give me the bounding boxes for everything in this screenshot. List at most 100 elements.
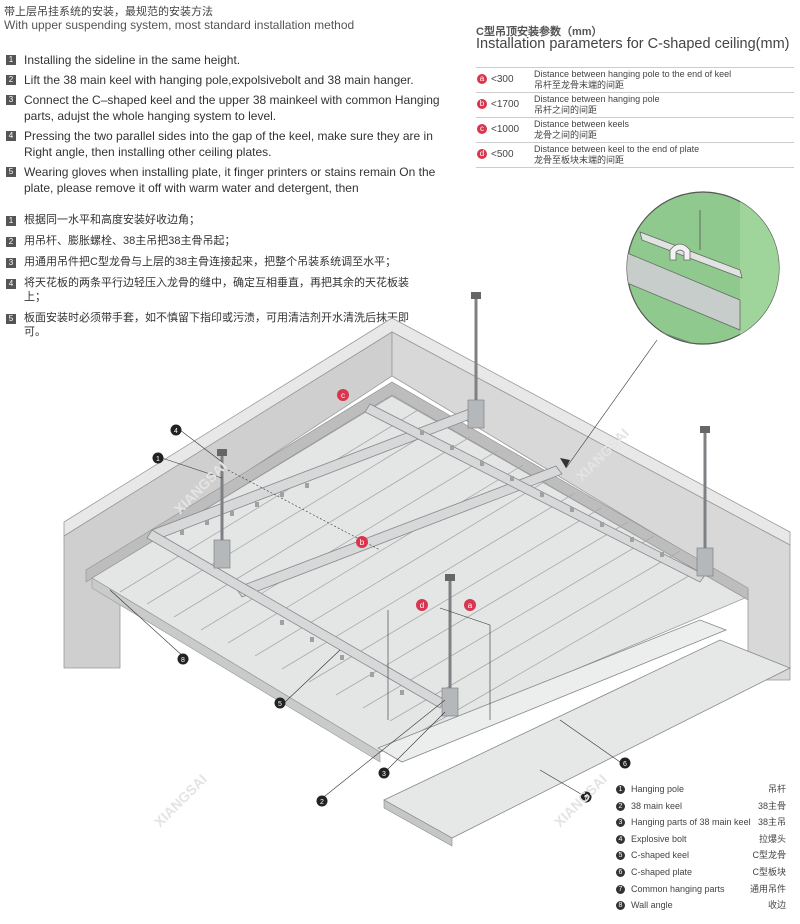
step-number: 5 [6, 167, 16, 177]
step-number: 3 [6, 258, 16, 268]
legend-label-cn: C型板块 [752, 866, 787, 877]
page-title-cn: 带上层吊挂系统的安装，最规范的安装方法 [4, 6, 213, 18]
wall-angle-piece [377, 619, 728, 763]
step-en-item: 5 Wearing gloves when installing plate, i… [4, 164, 444, 196]
legend-label-cn: C型龙骨 [752, 850, 787, 861]
legend-label-en: Wall angle [631, 900, 673, 911]
c-shaped-plate-edge [383, 799, 453, 847]
callout-2: 2 [320, 799, 324, 806]
step-text: 板面安装时必须带手套，如不慎留下指印或污渍，可用清洁剂开水清洗后抹干即可。 [24, 312, 409, 338]
dim-label-a: a [468, 601, 473, 610]
params-row: d <500 Distance between keel to the end … [476, 143, 794, 168]
legend-label-cn: 通用吊件 [749, 883, 786, 894]
zoom-detail [626, 191, 780, 345]
legend-item: 3 Hanging parts of 38 main keel 38主吊 [616, 814, 786, 831]
params-row: a <300 Distance between hanging pole to … [476, 68, 794, 93]
callout-8: 8 [181, 657, 185, 664]
step-text: Pressing the two parallel sides into the… [24, 129, 433, 159]
hanging-parts [213, 399, 714, 717]
param-desc-cn: 龙骨至板块末端的间距 [534, 155, 625, 165]
param-desc-cn: 吊杆之间的间距 [534, 105, 598, 115]
param-desc-cn: 吊杆至龙骨末端的间距 [534, 80, 625, 90]
step-number: 4 [6, 279, 16, 289]
legend-label-en: 38 main keel [631, 800, 683, 811]
param-desc: Distance between hanging pole to the end… [534, 69, 731, 91]
legend-number: 6 [616, 867, 625, 877]
legend-number: 5 [616, 851, 625, 861]
legend-label-en: Explosive bolt [631, 833, 687, 844]
legend-label-cn: 拉爆头 [758, 833, 786, 844]
param-desc-en: Distance between keel to the end of plat… [534, 144, 700, 154]
legend-label-cn: 收边 [767, 900, 786, 911]
step-cn-item: 5 板面安装时必须带手套，如不慎留下指印或污渍，可用清洁剂开水清洗后抹干即可。 [4, 311, 424, 339]
param-key-badge: d [477, 149, 487, 159]
callout-5: 5 [278, 701, 282, 708]
legend-number: 7 [616, 884, 625, 894]
param-desc-en: Distance between keels [534, 119, 630, 129]
param-value: <300 [491, 74, 514, 85]
explosive-bolts [217, 292, 710, 581]
step-number: 1 [6, 55, 16, 65]
params-title-cn: C型吊顶安装参数（mm） [476, 26, 603, 38]
step-number: 1 [6, 216, 16, 226]
param-desc-en: Distance between hanging pole [534, 94, 660, 104]
legend-number: 2 [616, 801, 625, 811]
ceiling-front-edge [91, 577, 381, 763]
step-text: Wearing gloves when installing plate, it… [24, 165, 436, 195]
watermark-text: XIANGSAI [151, 771, 210, 830]
dim-label-b: b [360, 538, 365, 547]
step-number: 4 [6, 131, 16, 141]
page-title-en: With upper suspending system, most stand… [4, 18, 355, 32]
param-desc: Distance between keel to the end of plat… [534, 144, 699, 166]
param-value: <500 [491, 149, 514, 160]
legend-label-cn: 吊杆 [767, 784, 786, 794]
steps-en-list: 1 Installing the sideline in the same hei… [4, 52, 444, 200]
param-desc-cn: 龙骨之间的间距 [534, 130, 598, 140]
param-key-badge: b [477, 99, 487, 109]
step-cn-item: 3 用通用吊件把C型龙骨与上层的38主骨连接起来，把整个吊装系统调至水平； [4, 255, 424, 269]
legend-item: 2 38 main keel 38主骨 [616, 798, 786, 815]
callout-4: 4 [174, 428, 178, 435]
param-value: <1700 [491, 99, 520, 110]
step-text: Lift the 38 main keel with hanging pole,… [24, 73, 414, 87]
legend-item: 6 C-shaped plate C型板块 [616, 864, 786, 881]
legend-label-cn: 38主骨 [757, 800, 786, 811]
callout-6: 6 [623, 761, 627, 768]
legend-label-en: C-shaped plate [631, 866, 693, 877]
step-en-item: 3 Connect the C–shaped keel and the upper… [4, 92, 444, 124]
callout-markers: 1 2 3 4 5 6 7 8 [152, 424, 631, 807]
step-number: 5 [6, 314, 16, 324]
legend-label-en: Hanging parts of 38 main keel [631, 817, 751, 828]
step-number: 2 [6, 75, 16, 85]
step-number: 2 [6, 237, 16, 247]
step-en-item: 4 Pressing the two parallel sides into th… [4, 128, 444, 160]
legend-item: 1 Hanging pole 吊杆 [616, 781, 786, 798]
step-number: 3 [6, 95, 16, 105]
wall-inner-ledge [85, 381, 749, 601]
dimension-badges: c b a d [337, 389, 476, 611]
step-cn-item: 2 用吊杆、膨胀螺栓、38主吊把38主骨吊起； [4, 234, 424, 248]
callout-1: 1 [156, 456, 160, 463]
c-shaped-keel-teeth [180, 430, 664, 695]
step-text: Connect the C–shaped keel and the upper … [24, 93, 440, 123]
param-key-badge: a [477, 74, 487, 84]
step-en-item: 1 Installing the sideline in the same hei… [4, 52, 444, 68]
step-text: 用通用吊件把C型龙骨与上层的38主骨连接起来，把整个吊装系统调至水平； [24, 256, 397, 268]
legend-number: 3 [616, 818, 625, 828]
callout-7: 7 [584, 795, 588, 802]
step-text: 用吊杆、膨胀螺栓、38主吊把38主骨吊起； [24, 235, 236, 247]
dim-label-c: c [341, 391, 345, 400]
param-value: <1000 [491, 124, 520, 135]
legend-label-en: C-shaped keel [631, 850, 690, 861]
dimension-lines [227, 469, 491, 720]
step-text: Installing the sideline in the same heig… [24, 53, 241, 67]
legend-number: 1 [616, 785, 625, 794]
legend-label-en: Hanging pole [631, 784, 685, 794]
legend-label-cn: 38主吊 [757, 817, 786, 828]
